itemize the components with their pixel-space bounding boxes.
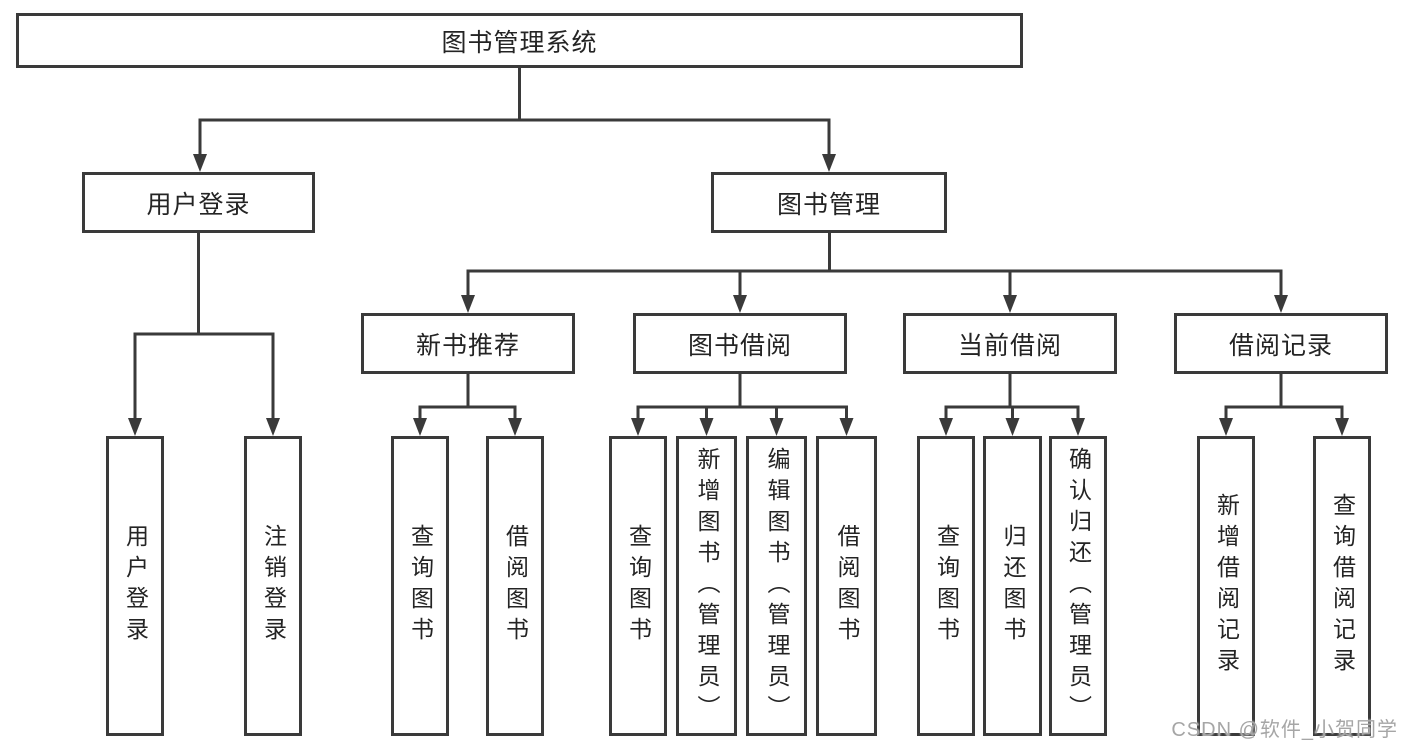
- arrowhead-icon: [1274, 295, 1288, 313]
- arrowhead-icon: [413, 418, 427, 436]
- node-label: 图书管理: [776, 190, 881, 219]
- node-label: 用户登录: [146, 190, 251, 219]
- leaf-logout: 注销登录: [244, 436, 302, 736]
- connector-root-arrows: [193, 154, 836, 172]
- leaf-query-borrow-record: 查询借阅记录: [1313, 436, 1371, 736]
- arrowhead-icon: [461, 295, 475, 313]
- leaf-add-book-admin: 新增图书（管理员）: [676, 436, 737, 736]
- connector-borrowing-records-arrows: [1219, 418, 1349, 436]
- node-label: 借阅图书: [834, 524, 860, 648]
- arrowhead-icon: [939, 418, 953, 436]
- connector-book-management-arrows: [461, 295, 1288, 313]
- arrowhead-icon: [1335, 418, 1349, 436]
- node-label: 查询借阅记录: [1329, 493, 1356, 679]
- node-library-system: 图书管理系统: [16, 13, 1023, 68]
- arrowhead-icon: [822, 154, 836, 172]
- connector-borrowing-records: [1224, 374, 1344, 421]
- node-book-management: 图书管理: [711, 172, 947, 233]
- connector-book-borrowing: [636, 374, 848, 421]
- connector-book-borrowing-arrows: [631, 418, 854, 436]
- leaf-add-borrow-record: 新增借阅记录: [1197, 436, 1255, 736]
- connector-new-book-recommendation-arrows: [413, 418, 522, 436]
- node-label: 图书借阅: [687, 331, 792, 360]
- node-label: 查询图书: [407, 524, 434, 648]
- csdn-watermark: CSDN @软件_小贺同学: [1171, 719, 1398, 741]
- node-label: 借阅记录: [1228, 331, 1333, 360]
- arrowhead-icon: [128, 418, 142, 436]
- leaf-query-books-borrowing: 查询图书: [609, 436, 667, 736]
- arrowhead-icon: [266, 418, 280, 436]
- node-borrowing-records: 借阅记录: [1174, 313, 1388, 374]
- leaf-query-books-recommend: 查询图书: [391, 436, 449, 736]
- node-label: 当前借阅: [957, 331, 1062, 360]
- connector-current-borrowing: [944, 374, 1080, 421]
- connector-new-book-recommendation: [418, 374, 517, 421]
- leaf-query-books-current: 查询图书: [917, 436, 975, 736]
- arrowhead-icon: [769, 418, 784, 436]
- node-label: 查询图书: [933, 524, 960, 648]
- node-label: 借阅图书: [502, 524, 529, 648]
- arrowhead-icon: [1005, 418, 1020, 436]
- node-label: 确认归还（管理员）: [1065, 446, 1092, 726]
- arrowhead-icon: [699, 418, 714, 436]
- arrowhead-icon: [193, 154, 207, 172]
- node-new-book-recommendation: 新书推荐: [361, 313, 575, 374]
- leaf-user-login: 用户登录: [106, 436, 164, 736]
- node-current-borrowing: 当前借阅: [903, 313, 1117, 374]
- node-label: 编辑图书（管理员）: [764, 446, 790, 726]
- node-label: 图书管理系统: [441, 28, 598, 57]
- arrowhead-icon: [1071, 418, 1085, 436]
- connector-root: [198, 68, 831, 157]
- arrowhead-icon: [1003, 295, 1017, 313]
- arrowhead-icon: [1219, 418, 1233, 436]
- arrowhead-icon: [508, 418, 522, 436]
- leaf-return-books: 归还图书: [983, 436, 1042, 736]
- arrowhead-icon: [839, 418, 854, 436]
- leaf-confirm-return-admin: 确认归还（管理员）: [1049, 436, 1107, 736]
- node-label: 查询图书: [625, 524, 652, 648]
- node-user-login: 用户登录: [82, 172, 315, 233]
- leaf-borrow-books-recommend: 借阅图书: [486, 436, 544, 736]
- node-label: 归还图书: [1000, 524, 1026, 648]
- leaf-edit-book-admin: 编辑图书（管理员）: [746, 436, 807, 736]
- node-book-borrowing: 图书借阅: [633, 313, 847, 374]
- node-label: 新增借阅记录: [1213, 493, 1240, 679]
- connector-user-login: [133, 233, 275, 421]
- arrowhead-icon: [733, 295, 747, 313]
- connector-user-login-arrows: [128, 418, 280, 436]
- node-label: 新书推荐: [415, 331, 520, 360]
- connector-book-management: [466, 233, 1283, 298]
- node-label: 注销登录: [260, 524, 287, 648]
- leaf-borrow-books-borrowing: 借阅图书: [816, 436, 877, 736]
- node-label: 用户登录: [122, 524, 149, 648]
- node-label: 新增图书（管理员）: [694, 446, 720, 726]
- connector-current-borrowing-arrows: [939, 418, 1085, 436]
- arrowhead-icon: [631, 418, 645, 436]
